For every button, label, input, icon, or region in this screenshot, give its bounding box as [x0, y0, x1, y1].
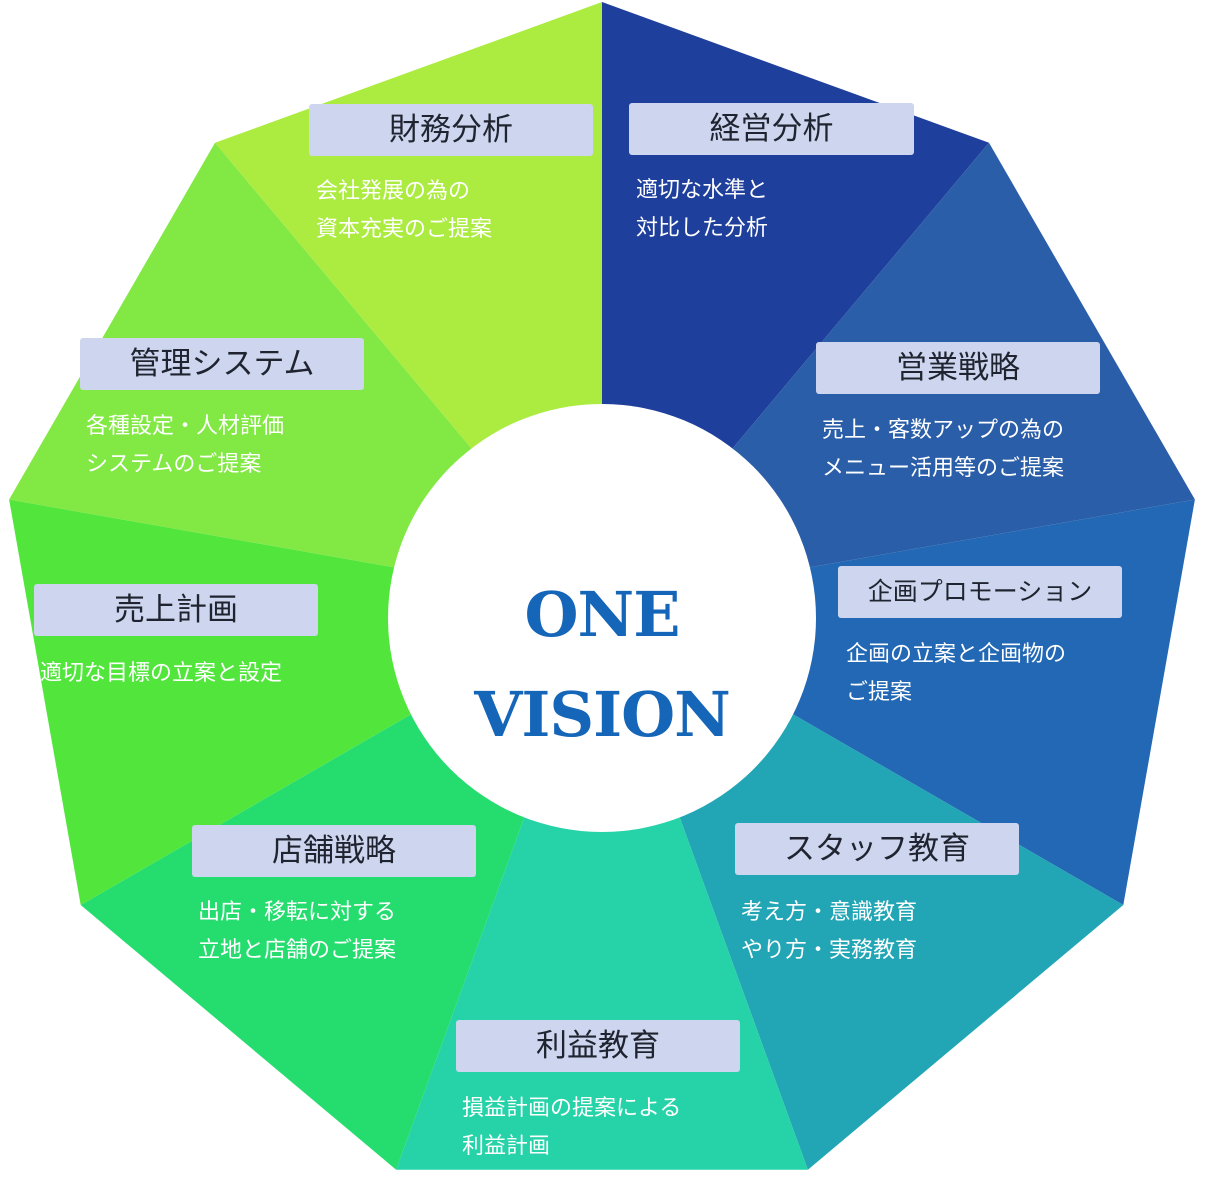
segment-title-management-analysis: 経営分析 [629, 103, 914, 155]
desc-line: 立地と店舗のご提案 [198, 938, 397, 963]
desc-line: 損益計画の提案による [462, 1096, 682, 1121]
segment-desc-sales-plan: 適切な目標の立案と設定 [40, 655, 282, 693]
desc-line: 会社発展の為の [316, 179, 471, 204]
desc-line: やり方・実務教育 [741, 938, 918, 963]
desc-line: システムのご提案 [86, 452, 262, 477]
segment-desc-sales-strategy: 売上・客数アップの為の メニュー活用等のご提案 [822, 412, 1064, 488]
segment-title-financial-analysis: 財務分析 [309, 104, 593, 156]
segment-desc-staff-education: 考え方・意識教育 やり方・実務教育 [741, 894, 917, 970]
center-title: ONE VISION [474, 578, 731, 751]
segment-desc-management-system: 各種設定・人材評価 システムのご提案 [86, 408, 284, 484]
center-hub [388, 404, 816, 832]
desc-line: 対比した分析 [636, 216, 769, 241]
desc-line: 企画の立案と企画物の [846, 642, 1067, 667]
desc-line: 利益計画 [462, 1134, 551, 1159]
desc-line: 出店・移転に対する [198, 900, 397, 925]
segment-desc-management-analysis: 適切な水準と 対比した分析 [636, 172, 768, 248]
desc-line: 適切な水準と [636, 178, 769, 203]
segment-desc-profit-education: 損益計画の提案による 利益計画 [462, 1090, 681, 1166]
desc-line: 資本充実のご提案 [316, 217, 493, 242]
segment-title-promotion: 企画プロモーション [838, 566, 1122, 618]
desc-line: 各種設定・人材評価 [86, 414, 285, 439]
desc-line: ご提案 [846, 680, 913, 705]
desc-line: 売上・客数アップの為の [822, 418, 1065, 443]
segment-title-store-strategy: 店舗戦略 [192, 825, 476, 877]
segment-desc-store-strategy: 出店・移転に対する 立地と店舗のご提案 [198, 894, 396, 970]
segment-desc-financial-analysis: 会社発展の為の 資本充実のご提案 [316, 173, 492, 249]
segment-title-staff-education: スタッフ教育 [735, 823, 1019, 875]
desc-line: 考え方・意識教育 [741, 900, 918, 925]
segment-title-management-system: 管理システム [80, 338, 364, 390]
segment-title-sales-plan: 売上計画 [34, 584, 318, 636]
desc-line: 適切な目標の立案と設定 [40, 661, 283, 686]
segment-title-sales-strategy: 営業戦略 [816, 342, 1100, 394]
segment-desc-promotion: 企画の立案と企画物の ご提案 [846, 636, 1066, 712]
segment-title-profit-education: 利益教育 [456, 1020, 740, 1072]
desc-line: メニュー活用等のご提案 [822, 456, 1065, 481]
